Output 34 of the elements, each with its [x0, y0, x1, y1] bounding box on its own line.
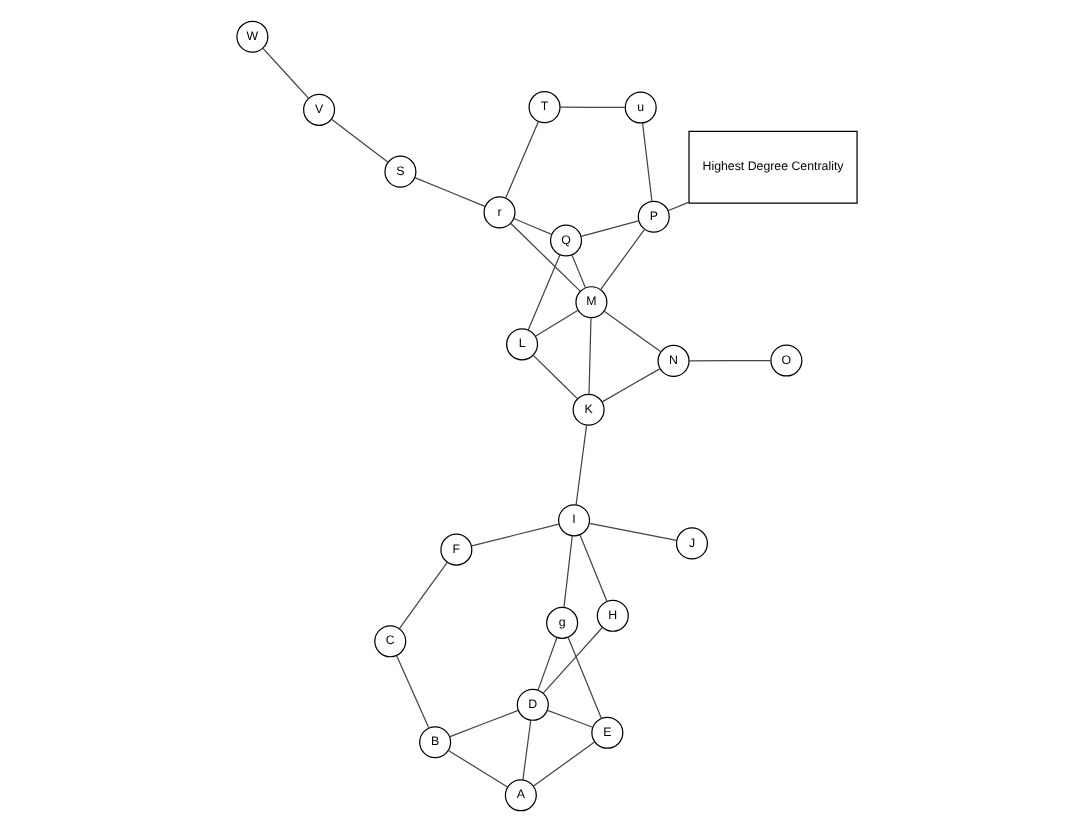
- connector: [532, 741, 595, 787]
- connector: [570, 254, 586, 289]
- connector: [512, 217, 552, 236]
- connector: [579, 220, 639, 238]
- connector: [599, 228, 645, 291]
- connector: [574, 424, 587, 506]
- connector: [587, 522, 677, 541]
- connector: [533, 309, 578, 337]
- connector: [470, 523, 559, 547]
- connector: [526, 254, 560, 331]
- connector: [397, 561, 447, 630]
- connector: [504, 121, 538, 199]
- connector: [531, 355, 577, 399]
- connector: [413, 176, 485, 207]
- connector: [566, 636, 602, 720]
- connector: [329, 118, 388, 163]
- connector: [448, 709, 518, 738]
- connector: [666, 201, 689, 212]
- connector: [395, 655, 429, 729]
- connector: [558, 106, 625, 109]
- connector: [687, 359, 771, 362]
- connector: [602, 310, 661, 353]
- connector: [261, 47, 309, 100]
- connector: [587, 317, 591, 395]
- connector: [600, 368, 660, 403]
- connector: [509, 222, 580, 292]
- connector: [562, 535, 572, 608]
- connector: [521, 719, 531, 781]
- connector: [545, 709, 593, 728]
- connector: [640, 122, 652, 202]
- connector: [447, 750, 508, 788]
- connector: [541, 627, 602, 694]
- connector: [578, 534, 607, 603]
- connector: [536, 637, 557, 691]
